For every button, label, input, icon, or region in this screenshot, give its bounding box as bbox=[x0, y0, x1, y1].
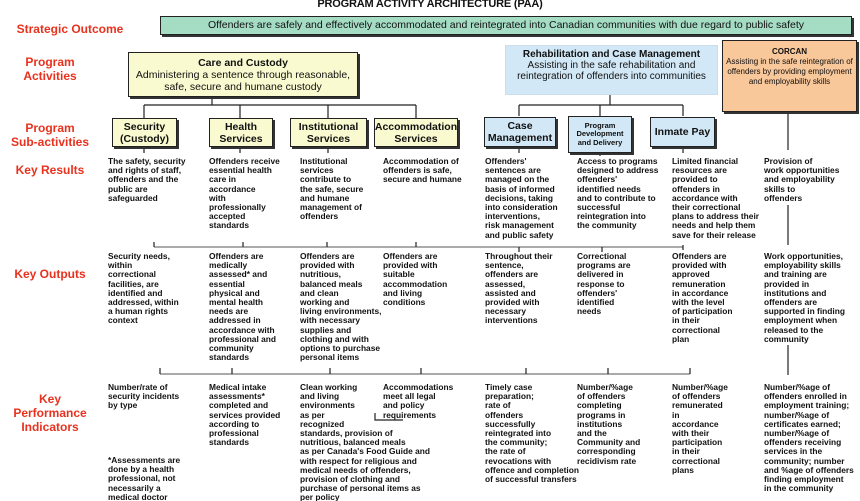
kpi-text: Number/%age of offenders enrolled in emp… bbox=[764, 382, 854, 494]
key-output-text: Correctional programs are delivered in r… bbox=[577, 251, 631, 317]
key-output-text: Offenders are medically assessed* and es… bbox=[209, 251, 277, 363]
activity-title: CORCAN bbox=[771, 47, 808, 56]
label-key-outputs: Key Outputs bbox=[14, 267, 86, 281]
activity-corcan: CORCAN Assisting in the safe reintegrati… bbox=[722, 40, 857, 112]
sub-accommodation: Accommodation Services bbox=[374, 118, 458, 147]
strategic-outcome-box: Offenders are safely and effectively acc… bbox=[160, 16, 852, 35]
key-output-text: Offenders are provided with suitable acc… bbox=[383, 251, 448, 308]
kpi-text: Number/rate of security incidents by typ… bbox=[108, 382, 180, 411]
kpi-text: Clean working and living environments as… bbox=[300, 382, 430, 501]
key-result-text: Access to programs designed to address o… bbox=[577, 156, 659, 231]
key-result-text: Offenders' sentences are managed on the … bbox=[485, 156, 558, 240]
label-program-activities: Program Activities bbox=[23, 55, 77, 83]
activity-desc: Administering a sentence through reasona… bbox=[135, 69, 351, 93]
kpi-text: Number/%age of offenders completing prog… bbox=[577, 382, 641, 466]
sub-institutional: Institutional Services bbox=[290, 118, 367, 147]
key-result-text: Institutional services contribute to the… bbox=[300, 156, 364, 222]
key-output-text: Offenders are provided with approved rem… bbox=[672, 251, 733, 344]
key-result-text: The safety, security and rights of staff… bbox=[108, 156, 186, 203]
key-result-text: Offenders receive essential health care … bbox=[209, 156, 280, 231]
activity-title: Care and Custody bbox=[198, 57, 288, 69]
label-strategic-outcome: Strategic Outcome bbox=[16, 22, 124, 36]
key-output-text: Work opportunities, employability skills… bbox=[764, 251, 845, 344]
key-output-text: Offenders are provided with nutritious, … bbox=[300, 251, 382, 363]
key-output-text: Security needs, within correctional faci… bbox=[108, 251, 179, 326]
kpi-text: Accommodations meet all legal and policy… bbox=[383, 382, 454, 420]
kpi-text: Timely case preparation; rate of offende… bbox=[485, 382, 579, 485]
sub-inmate-pay: Inmate Pay bbox=[650, 117, 715, 147]
activity-title: Rehabilitation and Case Management bbox=[522, 49, 701, 60]
label-kpi: Key Performance Indicators bbox=[13, 392, 87, 434]
sub-security: Security (Custody) bbox=[112, 118, 177, 147]
sub-health: Health Services bbox=[209, 118, 273, 147]
label-sub-activities: Program Sub-activities bbox=[10, 121, 90, 149]
key-result-text: Provision of work opportunities and empl… bbox=[764, 156, 840, 203]
kpi-text: Number/%age of offenders remunerated in … bbox=[672, 382, 728, 475]
label-key-results: Key Results bbox=[15, 163, 85, 177]
activity-care-custody: Care and Custody Administering a sentenc… bbox=[128, 52, 358, 97]
diagram-title: PROGRAM ACTIVITY ARCHITECTURE (PAA) bbox=[317, 0, 543, 10]
key-result-text: Limited financial resources are provided… bbox=[672, 156, 760, 240]
sub-program-development: Program Development and Delivery bbox=[568, 116, 632, 153]
assessment-footnote: *Assessments are done by a health profes… bbox=[108, 455, 181, 501]
key-output-text: Throughout their sentence, offenders are… bbox=[485, 251, 553, 326]
kpi-text: Medical intake assessments* completed an… bbox=[209, 382, 281, 448]
key-result-text: Accommodation of offenders is safe, secu… bbox=[383, 156, 462, 185]
sub-case-management: Case Management bbox=[484, 117, 556, 147]
activity-desc: Assisting in the safe rehabilitation and… bbox=[517, 60, 706, 82]
activity-desc: Assisting in the safe reintegration of o… bbox=[726, 57, 853, 86]
activity-rehabilitation: Rehabilitation and Case Management Assis… bbox=[505, 45, 718, 95]
